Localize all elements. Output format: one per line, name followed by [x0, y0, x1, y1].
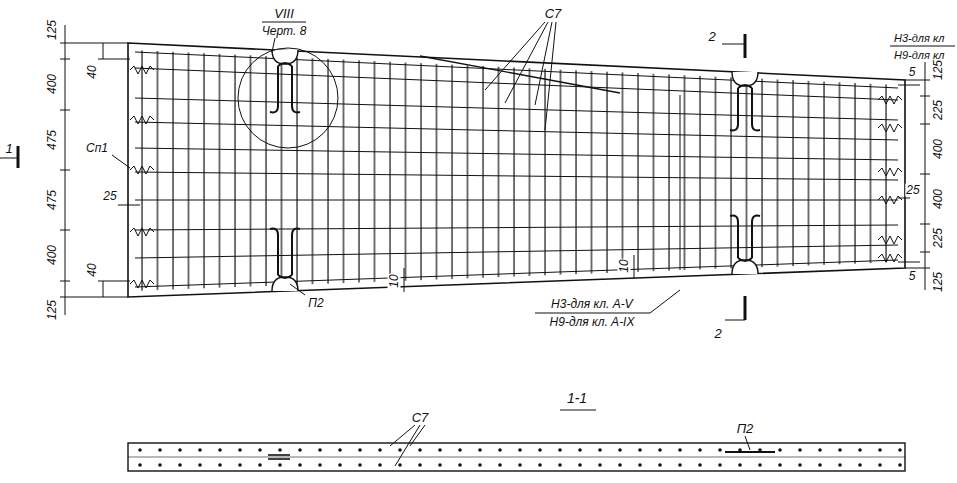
bar-mark: С7: [411, 411, 430, 424]
dimension-text: 475: [46, 189, 59, 211]
dimension-text: 40: [86, 64, 99, 79]
note-text: Н3-для кл. А-Ⅴ: [550, 298, 634, 311]
section-title: 1-1: [566, 392, 588, 405]
dimension-text: 5: [908, 270, 917, 283]
note-text: Н9-для кл. А-IX: [549, 316, 636, 329]
sheet-reference: Черт. 8: [261, 25, 308, 38]
dimension-text: 400: [46, 73, 59, 95]
dimension-text: 125: [932, 59, 945, 81]
dimension-text: 125: [46, 299, 59, 321]
dimension-text: 25: [102, 190, 117, 203]
dimension-text: 400: [932, 188, 945, 210]
part-mark: П2: [307, 297, 324, 310]
dimension-text: 400: [932, 138, 945, 160]
section-mark: 1: [4, 142, 13, 155]
part-mark: П2: [736, 422, 755, 435]
dimension-text: 40: [86, 262, 99, 277]
dimension-text: 10: [388, 273, 401, 288]
dimension-text: 475: [46, 129, 59, 151]
dimension-text: 225: [932, 227, 945, 249]
dimension-text: 400: [46, 244, 59, 266]
section-mark: 2: [707, 30, 716, 43]
section-mark: 2: [713, 327, 722, 340]
dimension-text: 5: [908, 66, 917, 79]
dimension-text: 10: [618, 258, 631, 273]
dimension-text: 125: [46, 19, 59, 41]
note-text: Н3-для кл: [893, 32, 945, 45]
bar-mark: С7: [544, 7, 563, 20]
dimension-text: 25: [905, 184, 920, 197]
dimension-text: 125: [932, 271, 945, 293]
callout-number: VIII: [273, 7, 295, 20]
part-mark: Сп1: [85, 142, 109, 155]
dimension-text: 225: [932, 99, 945, 121]
